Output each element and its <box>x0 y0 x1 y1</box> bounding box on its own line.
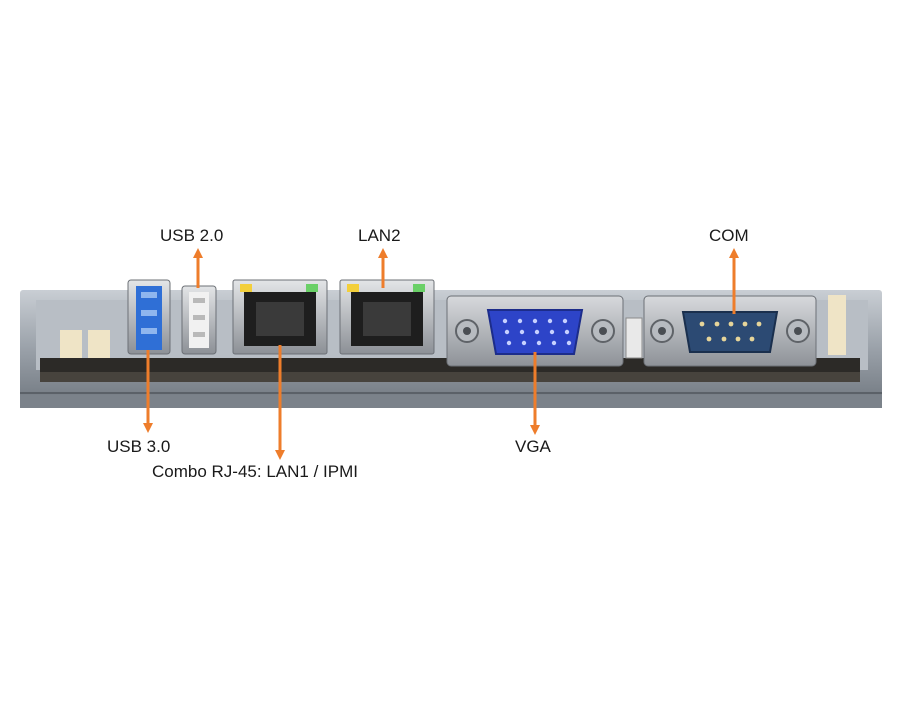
vga-port <box>446 295 624 367</box>
lan2-label: LAN2 <box>358 226 401 245</box>
arrows <box>143 248 739 460</box>
combo-rj45-port <box>232 279 328 355</box>
usb20-port <box>181 285 217 355</box>
header-connector <box>625 317 643 359</box>
usb30-port <box>127 279 171 355</box>
com-label: COM <box>709 226 749 245</box>
lan2-port <box>339 279 435 355</box>
usb30-label: USB 3.0 <box>107 437 171 456</box>
combo-rj45-label: Combo RJ-45: LAN1 / IPMI <box>152 462 358 481</box>
com-port <box>643 295 817 367</box>
vga-label: VGA <box>515 437 551 456</box>
usb20-label: USB 2.0 <box>160 226 224 245</box>
